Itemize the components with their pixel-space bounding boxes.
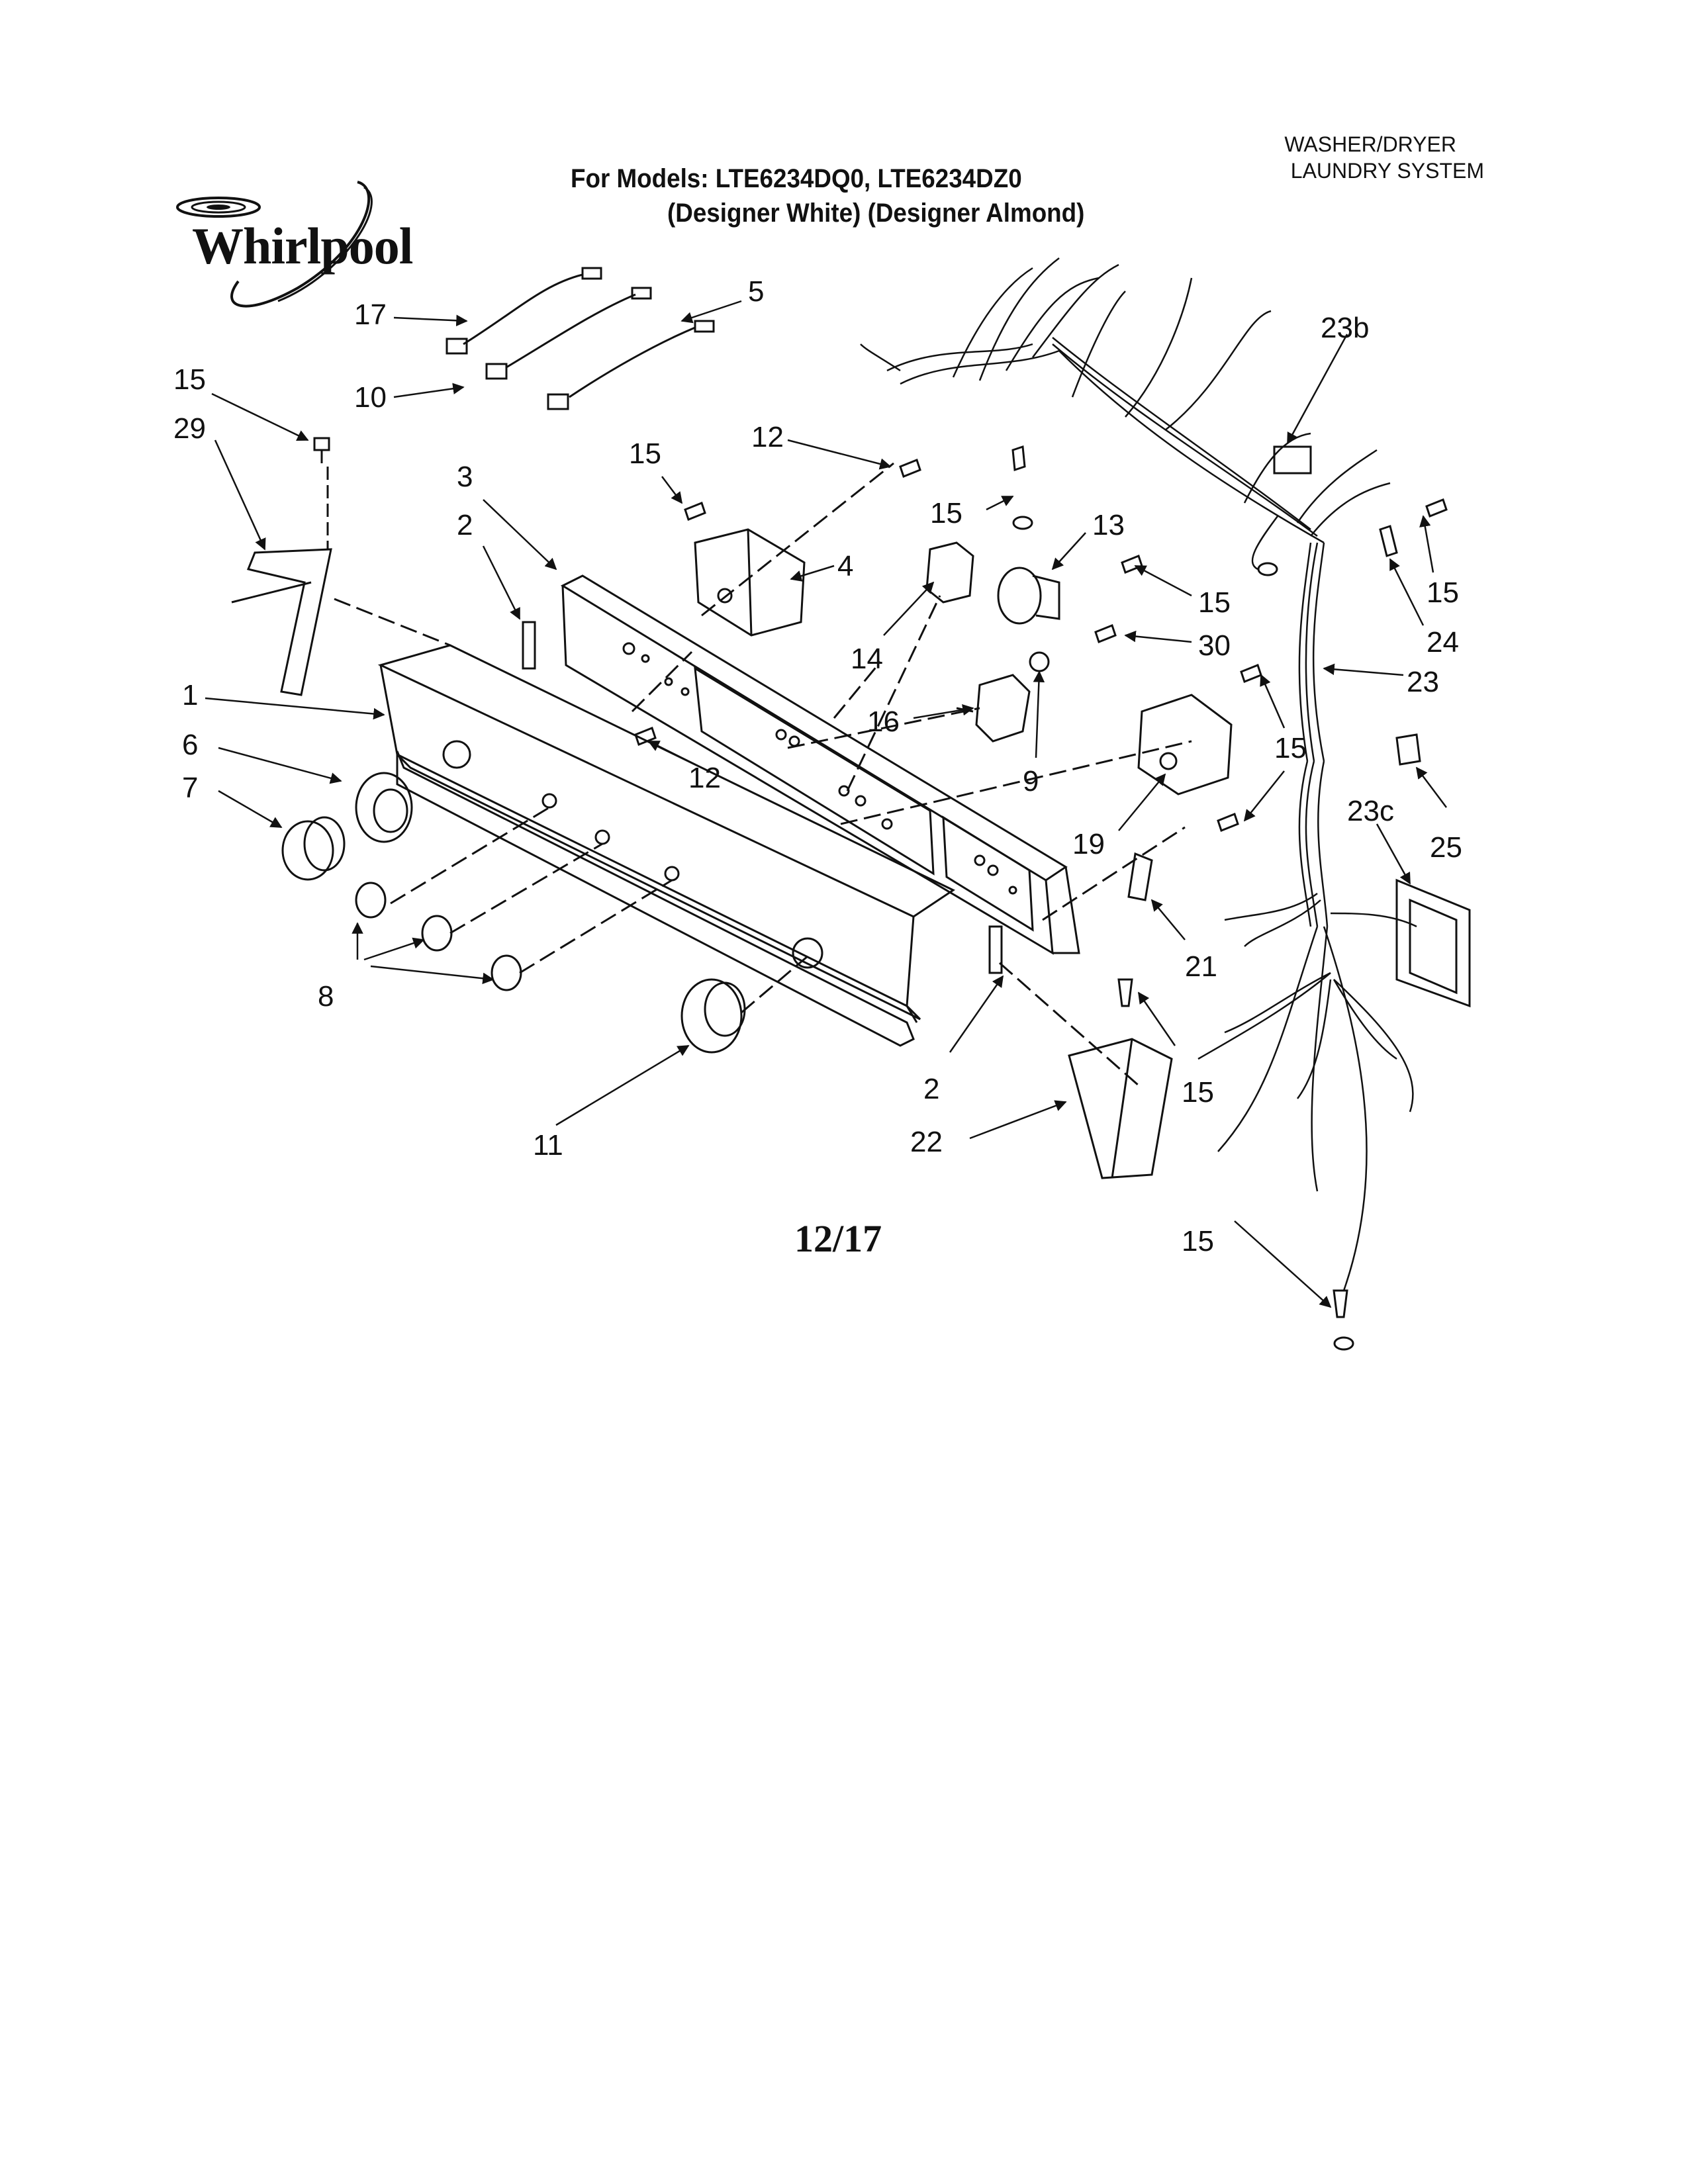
screw-29 bbox=[313, 437, 330, 463]
switch bbox=[925, 541, 974, 604]
callout-1: 1 bbox=[182, 679, 198, 711]
callout-3: 3 bbox=[457, 461, 473, 493]
callout-19: 19 bbox=[1072, 828, 1105, 860]
clip-25 bbox=[1395, 733, 1421, 766]
spacer-lower bbox=[988, 925, 1003, 974]
spacer-upper bbox=[522, 621, 536, 670]
callout-16: 16 bbox=[867, 705, 900, 738]
system-line-1: WASHER/DRYER bbox=[1284, 132, 1456, 156]
models-line-2: (Designer White) (Designer Almond) bbox=[667, 199, 1085, 228]
connector-23b bbox=[1273, 445, 1312, 475]
screws bbox=[634, 445, 1448, 1318]
callout-25: 25 bbox=[1430, 831, 1462, 864]
callout-23b: 23b bbox=[1321, 312, 1369, 344]
callout-10: 10 bbox=[354, 381, 387, 414]
callout-12-lower: 12 bbox=[688, 762, 721, 794]
callout-11: 11 bbox=[533, 1129, 563, 1161]
callout-29: 29 bbox=[173, 412, 206, 445]
callout-23c: 23c bbox=[1347, 795, 1394, 827]
wiring-harness bbox=[860, 257, 1417, 1291]
hook-21 bbox=[1127, 852, 1153, 901]
callout-8: 8 bbox=[318, 980, 334, 1013]
system-line-2: LAUNDRY SYSTEM bbox=[1290, 159, 1484, 183]
callout-9: 9 bbox=[1023, 765, 1039, 797]
page-number: 12/17 bbox=[794, 1217, 882, 1260]
callout-24: 24 bbox=[1427, 626, 1459, 659]
button-8a bbox=[355, 882, 387, 919]
whirlpool-swirl-icon bbox=[176, 181, 373, 308]
knob-bezel-6 bbox=[355, 772, 413, 843]
callout-15-top-left: 15 bbox=[173, 363, 206, 396]
clip-9 bbox=[1029, 651, 1050, 672]
callout-15-mid: 15 bbox=[930, 497, 962, 529]
callout-15-panel: 15 bbox=[629, 437, 661, 470]
callout-14: 14 bbox=[851, 643, 883, 675]
callout-2-upper: 2 bbox=[457, 509, 473, 541]
callout-12-top: 12 bbox=[751, 421, 784, 453]
callout-22: 22 bbox=[910, 1126, 943, 1158]
callout-7: 7 bbox=[182, 772, 198, 804]
button-8c bbox=[491, 954, 522, 991]
end-cap bbox=[1068, 1038, 1173, 1179]
callout-6: 6 bbox=[182, 729, 198, 761]
drawing-linework bbox=[205, 257, 1471, 1351]
brand-wordmark: Whirlpool bbox=[192, 217, 413, 275]
callout-30: 30 bbox=[1198, 629, 1231, 662]
pressure-switch bbox=[997, 567, 1042, 625]
knob-11 bbox=[680, 978, 746, 1054]
callout-labels: 17 10 5 15 29 3 2 15 12 4 15 13 14 15 30… bbox=[173, 275, 1462, 1257]
harness-jumpers bbox=[445, 267, 715, 410]
control-panel bbox=[560, 574, 1080, 955]
timer bbox=[1137, 694, 1233, 796]
callout-15-bottom: 15 bbox=[1182, 1225, 1214, 1257]
connector-23c bbox=[1395, 878, 1471, 1008]
callout-15-right: 15 bbox=[1198, 586, 1231, 619]
knob-7 bbox=[281, 816, 346, 881]
temp-switch bbox=[975, 674, 1031, 743]
clip-24 bbox=[1379, 525, 1398, 557]
callout-21: 21 bbox=[1185, 950, 1217, 983]
callout-15-timer: 15 bbox=[1274, 732, 1307, 764]
callout-15-harness: 15 bbox=[1427, 576, 1459, 609]
callout-leaders bbox=[205, 300, 1447, 1308]
callout-17: 17 bbox=[354, 298, 387, 331]
models-line-1: For Models: LTE6234DQ0, LTE6234DZ0 bbox=[571, 164, 1022, 193]
callout-23: 23 bbox=[1407, 666, 1439, 698]
callout-13: 13 bbox=[1092, 509, 1125, 541]
console-panel bbox=[377, 644, 956, 1047]
callout-15-cap: 15 bbox=[1182, 1076, 1214, 1109]
whirlpool-logo: Whirlpool bbox=[165, 175, 417, 321]
callout-5: 5 bbox=[748, 275, 764, 308]
assembly-lines bbox=[334, 462, 1192, 1087]
bracket-leader bbox=[231, 581, 312, 604]
callout-4: 4 bbox=[837, 550, 853, 582]
left-bracket bbox=[246, 548, 332, 696]
callout-2-lower: 2 bbox=[923, 1073, 939, 1105]
button-8b bbox=[421, 915, 453, 952]
